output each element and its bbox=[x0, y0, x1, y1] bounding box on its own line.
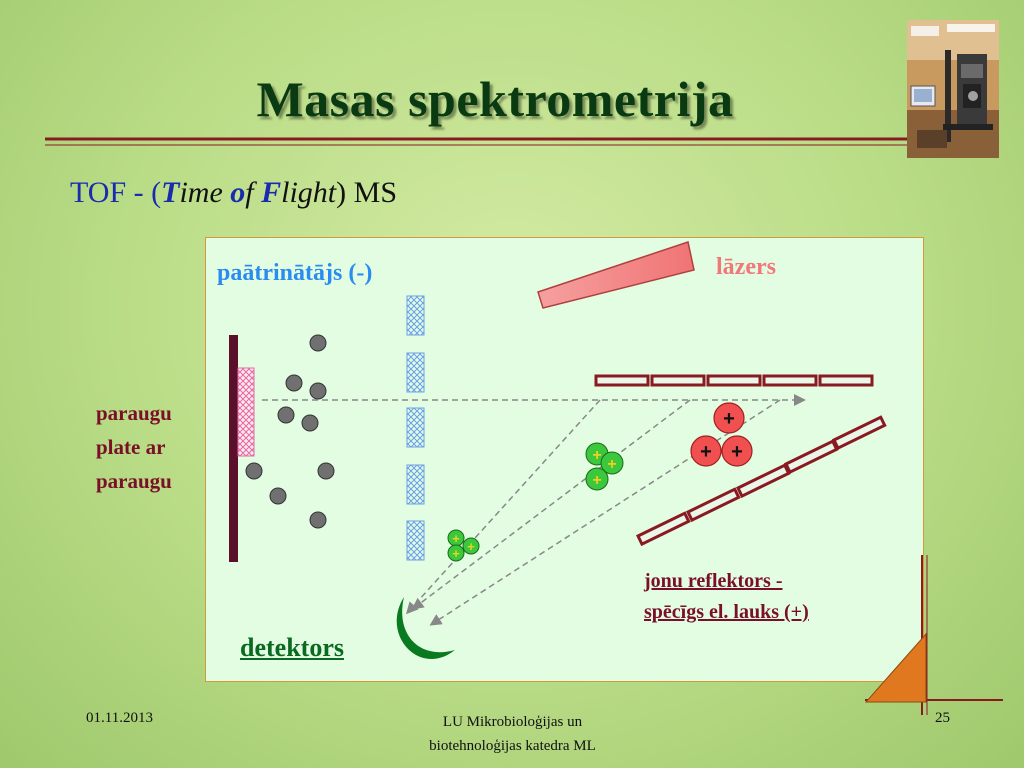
reflector-segment bbox=[818, 374, 874, 387]
neutral-particle bbox=[245, 462, 263, 480]
sample-plate-label-line1: paraugu bbox=[96, 401, 172, 425]
accelerator-grid-segment bbox=[406, 464, 425, 505]
lab-instrument-photo bbox=[907, 20, 999, 158]
footer-department: LU Mikrobioloģijas un biotehnoloģijas ka… bbox=[380, 710, 645, 758]
accelerator-grid-segment bbox=[406, 520, 425, 561]
ion-green bbox=[600, 451, 624, 475]
footer-department-line2: biotehnoloģijas katedra ML bbox=[429, 738, 596, 754]
laser-beam-icon bbox=[537, 241, 695, 309]
subtitle-prefix: TOF - ( bbox=[70, 176, 162, 209]
neutral-particle bbox=[317, 462, 335, 480]
ion-symbol: + bbox=[592, 472, 601, 489]
subtitle-t: T bbox=[161, 176, 180, 209]
orange-triangle-icon bbox=[864, 632, 927, 703]
sample-area-hatch bbox=[238, 368, 254, 456]
footer-date: 01.11.2013 bbox=[86, 710, 153, 726]
flight-path-arrow bbox=[411, 399, 691, 610]
slide-title: Masas spektrometrija bbox=[256, 71, 734, 127]
subtitle-f: f bbox=[245, 176, 262, 209]
reflector-segment bbox=[783, 439, 839, 475]
accelerator-grid-segment bbox=[406, 407, 425, 448]
subtitle-F: F bbox=[261, 176, 282, 209]
ion-red bbox=[721, 435, 753, 467]
detector-crescent-icon bbox=[396, 597, 455, 659]
ion-green bbox=[585, 467, 609, 491]
subtitle-light: light bbox=[281, 176, 337, 209]
slide-subtitle: TOF - (Time of Flight) MS bbox=[70, 176, 397, 210]
ion-red bbox=[713, 402, 745, 434]
subtitle-o: o bbox=[230, 176, 246, 209]
ion-green-small bbox=[447, 544, 465, 562]
flight-path-arrow bbox=[405, 399, 601, 615]
ion-symbol: + bbox=[452, 546, 460, 561]
ion-symbol: + bbox=[700, 441, 712, 463]
slide-number: 25 bbox=[935, 710, 950, 726]
sample-plate-label: paraugu plate ar paraugu bbox=[96, 396, 172, 498]
neutral-particle bbox=[309, 334, 327, 352]
reflector-segment bbox=[706, 374, 762, 387]
laser-label: lāzers bbox=[716, 254, 776, 280]
ion-symbol: + bbox=[467, 539, 475, 554]
ion-symbol: + bbox=[723, 408, 735, 430]
reflector-segment bbox=[762, 374, 818, 387]
accelerator-label: paātrinātājs (-) bbox=[217, 260, 373, 286]
subtitle-suffix: ) MS bbox=[336, 176, 398, 209]
ion-symbol: + bbox=[731, 441, 743, 463]
sample-plate-label-line3: paraugu bbox=[96, 469, 172, 493]
sample-plate-bar bbox=[229, 335, 238, 562]
ion-green-small bbox=[462, 537, 480, 555]
reflector-label: jonu reflektors - spēcīgs el. lauks (+) bbox=[644, 566, 809, 628]
neutral-particle bbox=[285, 374, 303, 392]
ion-red bbox=[690, 435, 722, 467]
reflector-segment bbox=[650, 374, 706, 387]
accelerator-grid-segment bbox=[406, 352, 425, 393]
neutral-particle bbox=[301, 414, 319, 432]
reflector-segment bbox=[685, 487, 741, 523]
ion-symbol: + bbox=[452, 531, 460, 546]
reflector-label-line1: jonu reflektors - bbox=[644, 570, 783, 592]
reflector-segment bbox=[831, 415, 887, 451]
sample-plate-label-line2: plate ar bbox=[96, 435, 166, 459]
detector-label: detektors bbox=[240, 633, 344, 662]
reflector-label-line2: spēcīgs el. lauks (+) bbox=[644, 601, 809, 623]
neutral-particle bbox=[269, 487, 287, 505]
accelerator-grid-segment bbox=[406, 295, 425, 336]
reflector-segment bbox=[594, 374, 650, 387]
neutral-particle bbox=[277, 406, 295, 424]
subtitle-ime: ime bbox=[179, 176, 231, 209]
ion-symbol: + bbox=[607, 456, 616, 473]
flight-path-arrow bbox=[429, 399, 781, 626]
neutral-particle bbox=[309, 511, 327, 529]
reflector-segment bbox=[635, 511, 691, 547]
ion-symbol: + bbox=[592, 447, 601, 464]
neutral-particle bbox=[309, 382, 327, 400]
reflector-segment bbox=[735, 463, 791, 499]
footer-department-line1: LU Mikrobioloģijas un bbox=[442, 714, 583, 730]
